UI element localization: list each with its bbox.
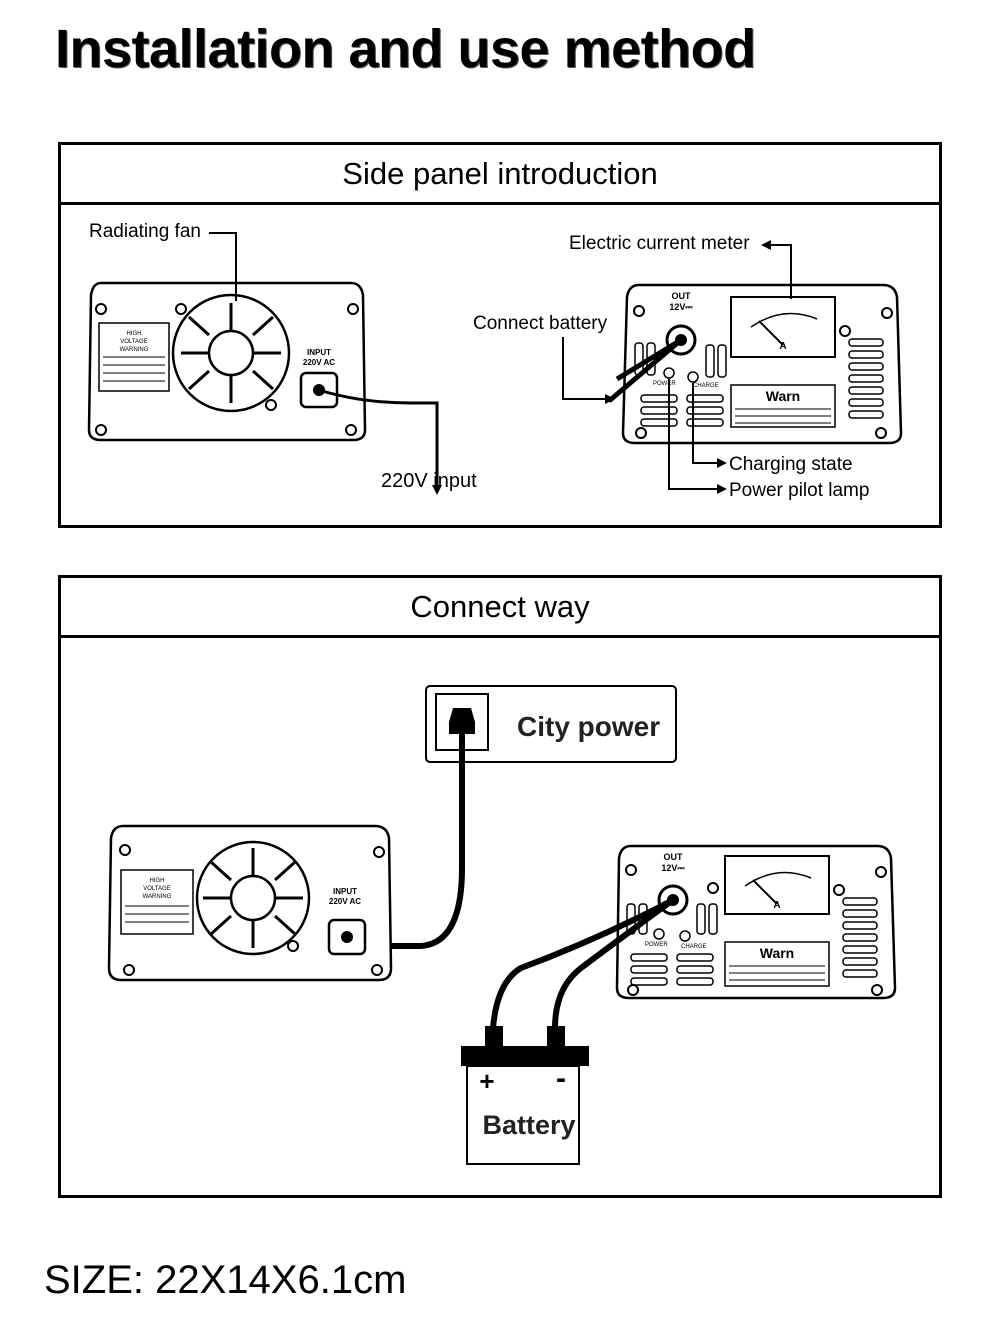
out-print-line2: 12V⎓ <box>669 302 693 312</box>
connect-way-diagram: City power HIGH VOLTAGE WARNING INPUT <box>107 685 897 1165</box>
power-print-2: POWER <box>645 942 668 948</box>
battery-minus: - <box>556 1062 566 1095</box>
city-power-box: City power <box>425 685 677 763</box>
input-print-line2: 220V AC <box>303 358 335 367</box>
connect-way-heading: Connect way <box>61 578 939 638</box>
charger-input-side-connect: HIGH VOLTAGE WARNING INPUT 220V AC <box>107 824 393 982</box>
out-print-line1: OUT <box>672 291 692 301</box>
charger-output-side-connect: OUT 12V⎓ A POWER CHARGE Warn <box>615 844 897 1000</box>
warning-label2-line3: WARNING <box>143 894 172 900</box>
charger-input-side: HIGH VOLTAGE WARNING INPUT 220V AC <box>87 281 367 442</box>
out-print2-line2: 12V⎓ <box>661 863 685 873</box>
input-print2-line2: 220V AC <box>329 897 361 906</box>
charge-print: CHARGE <box>693 383 719 389</box>
side-panel-diagram: HIGH VOLTAGE WARNING INPUT 220V AC 220V … <box>87 221 903 501</box>
label-charging-state: Charging state <box>729 454 853 475</box>
warning-label-line2: VOLTAGE <box>120 339 147 345</box>
label-city-power: City power <box>517 711 660 742</box>
warning-label2-line2: VOLTAGE <box>143 886 170 892</box>
power-print: POWER <box>653 381 676 387</box>
page-title: Installation and use method <box>55 19 756 79</box>
warning-label-line3: WARNING <box>120 347 149 353</box>
warn-print: Warn <box>766 388 800 404</box>
label-connect-battery: Connect battery <box>473 313 608 334</box>
connect-way-section: Connect way City power HIGH VOLTAGE WARN… <box>58 575 942 1198</box>
fan-icon <box>171 293 291 413</box>
warn-print-2: Warn <box>760 945 794 961</box>
warning-label-line1: HIGH <box>127 331 142 337</box>
label-battery: Battery <box>482 1110 575 1140</box>
fan-icon-2 <box>195 840 311 956</box>
charger-output-side: OUT 12V⎓ A POWER CHARGE <box>621 283 903 445</box>
out-print2-line1: OUT <box>664 852 684 862</box>
label-electric-current-meter: Electric current meter <box>569 233 750 254</box>
side-panel-heading: Side panel introduction <box>61 145 939 205</box>
input-print-line1: INPUT <box>307 348 331 357</box>
size-text: SIZE: 22X14X6.1cm <box>44 1258 407 1302</box>
warning-label2-line1: HIGH <box>150 878 165 884</box>
svg-text:A: A <box>773 900 780 911</box>
svg-text:A: A <box>779 341 786 352</box>
side-panel-section: Side panel introduction HIGH VOLTAGE WAR… <box>58 142 942 528</box>
charge-print-2: CHARGE <box>681 944 707 950</box>
battery-plus: + <box>479 1066 494 1096</box>
input-print2-line1: INPUT <box>333 887 357 896</box>
plug-icon <box>449 708 475 734</box>
label-radiating-fan: Radiating fan <box>89 221 201 242</box>
label-power-pilot-lamp: Power pilot lamp <box>729 480 869 501</box>
current-meter <box>730 296 836 358</box>
label-220v-input: 220V input <box>381 470 477 492</box>
battery-icon: + - Battery <box>461 1026 589 1165</box>
